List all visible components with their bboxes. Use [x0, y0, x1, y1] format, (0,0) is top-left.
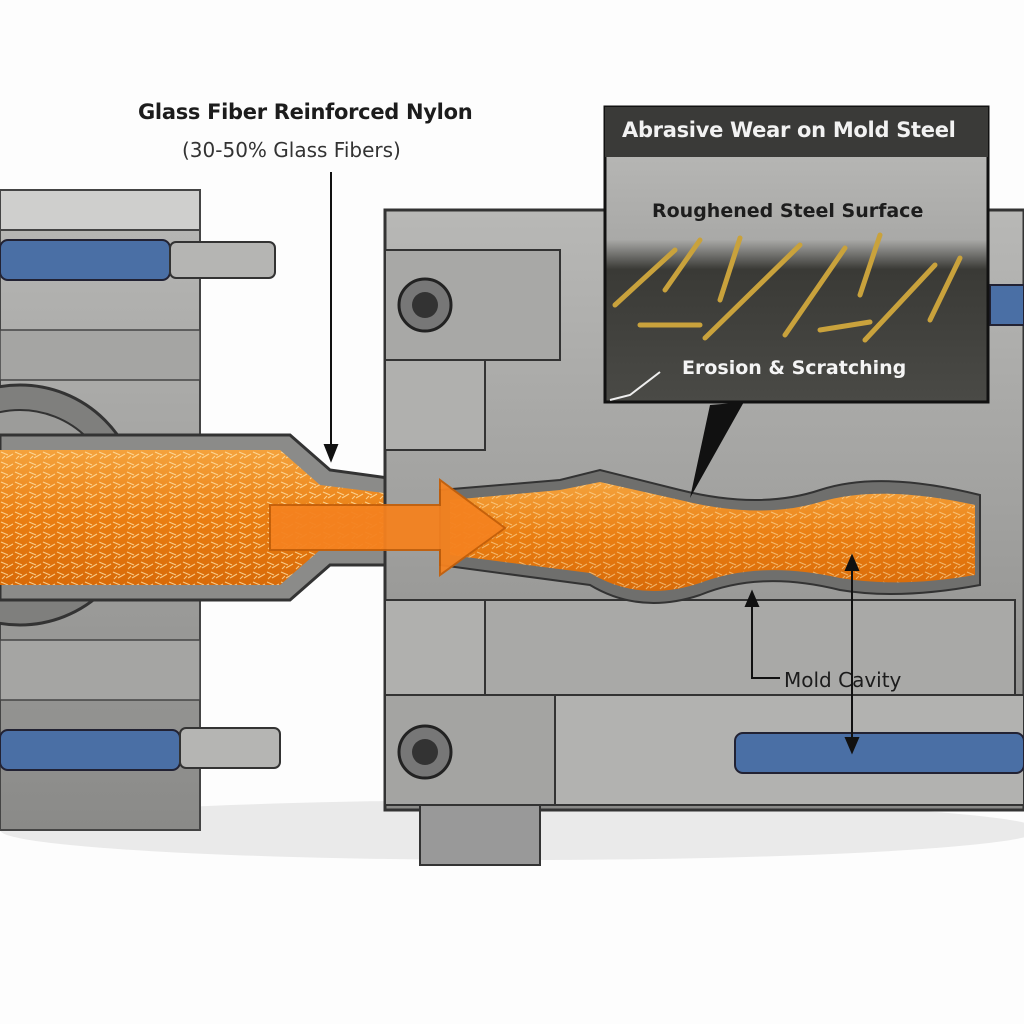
- inset-title: Abrasive Wear on Mold Steel: [622, 118, 956, 142]
- material-subtitle: (30-50% Glass Fibers): [182, 138, 401, 162]
- erosion-label: Erosion & Scratching: [682, 357, 907, 379]
- callout-pointers: [323, 172, 860, 755]
- abrasive-wear-inset: [603, 105, 990, 404]
- flow-arrow: [269, 478, 507, 577]
- coolant-pipe-top-left: [0, 239, 276, 281]
- coolant-pipe-bottom-left: [0, 727, 281, 771]
- glass-fiber-shards: [612, 232, 963, 343]
- material-title: Glass Fiber Reinforced Nylon: [138, 100, 473, 124]
- mold-cavity-label: Mold Cavity: [784, 668, 902, 692]
- roughened-surface-label: Roughened Steel Surface: [652, 200, 924, 222]
- coolant-pipe-right: [734, 284, 1024, 774]
